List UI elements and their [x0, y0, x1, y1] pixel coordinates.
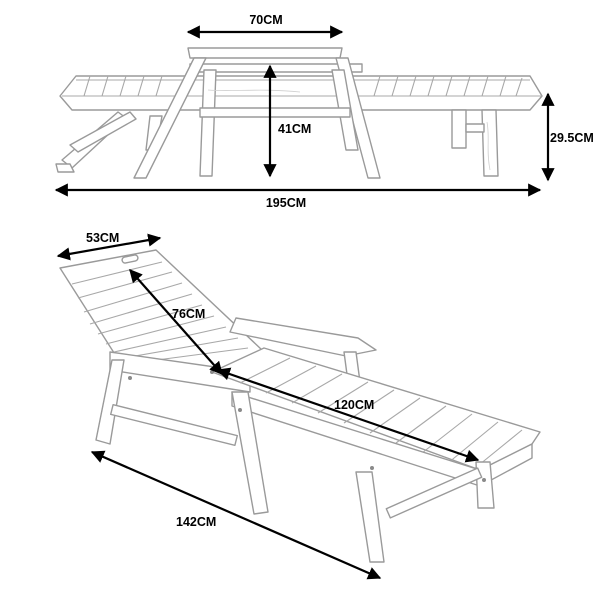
- side-rear-leg-back: [451, 109, 467, 149]
- total-length-label: 195CM: [266, 196, 306, 210]
- folded-length-label: 142CM: [176, 515, 216, 529]
- perspective-dimensions: 53CM 76CM 120CM 142CM: [56, 231, 480, 580]
- side-foot: [55, 163, 75, 173]
- side-rear-brace: [465, 123, 485, 133]
- side-tray-leg-left-inner: [199, 69, 217, 177]
- rear-crossbar: [385, 467, 483, 519]
- side-view-lounger: [55, 47, 543, 179]
- front-crossbar: [109, 403, 239, 447]
- seat-height-label: 41CM: [278, 122, 311, 136]
- chair-width-label: 53CM: [86, 231, 119, 245]
- side-bed: [59, 75, 543, 111]
- front-leg-left: [95, 359, 125, 445]
- backrest-length-label: 76CM: [172, 307, 205, 321]
- top-dimensions: 70CM 41CM 29.5CM 195CM: [54, 13, 594, 210]
- side-tray-top: [187, 47, 343, 59]
- tray-width-label: 70CM: [249, 13, 282, 27]
- side-tray-leg-left: [133, 57, 207, 179]
- backrest: [59, 249, 263, 373]
- leg-height-label: 29.5CM: [550, 131, 594, 145]
- rear-leg-left: [355, 471, 385, 563]
- chair-width-arrow: [56, 233, 162, 261]
- armrest-right: [229, 317, 377, 357]
- side-crossbar: [199, 107, 351, 118]
- seat-length-arrow: [216, 367, 480, 463]
- side-fold-leg-inner: [69, 111, 137, 153]
- side-rear-leg: [481, 109, 499, 177]
- folded-length-arrow: [90, 450, 382, 580]
- backrest-length-arrow: [129, 269, 223, 375]
- side-bed-slats: [83, 75, 523, 97]
- perspective-lounger: [59, 249, 541, 563]
- seat-length-label: 120CM: [334, 398, 374, 412]
